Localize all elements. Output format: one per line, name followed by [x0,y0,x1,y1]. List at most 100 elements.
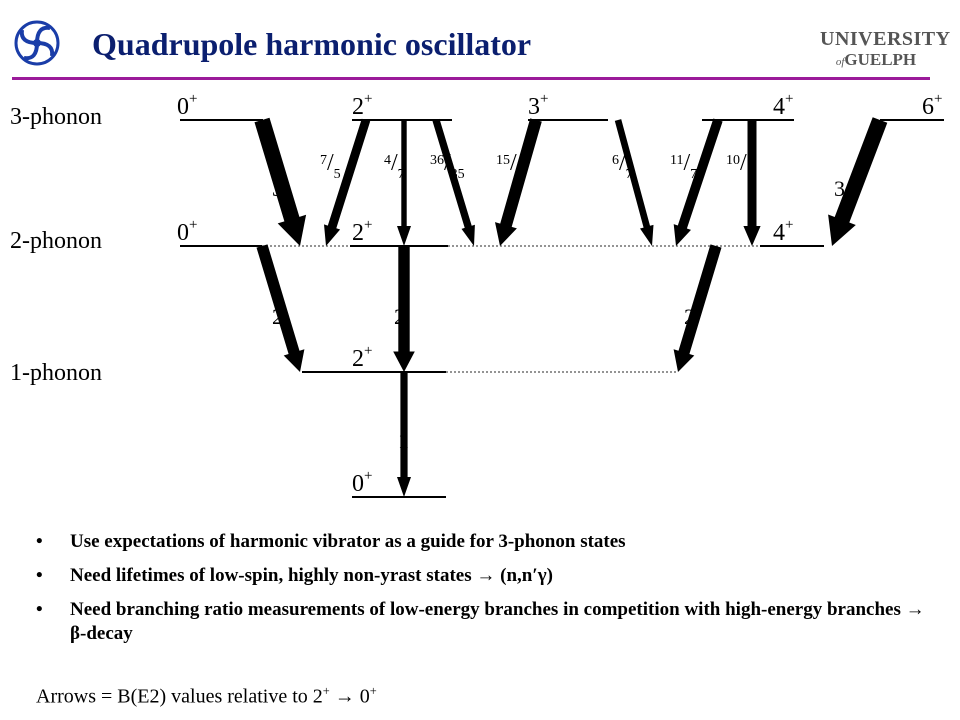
arrow-symbol: → [905,599,925,620]
bullet-item: • Need lifetimes of low-spin, highly non… [34,564,934,588]
fraction-denominator: 5 [334,167,341,182]
parity-superscript: + [364,468,372,484]
parity-superscript: + [540,91,548,107]
bullet-dot-icon: • [36,565,43,586]
fraction-slash: / [391,150,398,176]
transition-label: 10/7 [726,150,754,182]
transition-label: 3 [272,176,283,201]
university-logo-line2: ofGUELPH [820,50,932,72]
transition-label: 6/7 [612,150,633,182]
parity-superscript: + [189,91,197,107]
arrow-symbol: → [334,685,355,708]
arrow-symbol: → [476,565,496,586]
bullet-item: • Use expectations of harmonic vibrator … [34,530,934,554]
state-label: 2+ [352,343,372,372]
fraction-denominator: 35 [451,167,465,182]
fraction-slash: / [740,150,747,176]
fraction-denominator: 7 [690,167,697,182]
title-divider [12,77,930,80]
transition-label: 2 [684,304,695,329]
transition-arrow [393,246,415,372]
row-label: 3-phonon [10,104,102,130]
transition-label: 11/7 [670,150,697,182]
state-label: 6+ [922,91,942,120]
bullet-dot-icon: • [36,599,43,620]
transition-arrow [254,117,307,246]
level-lines [180,119,944,498]
fraction-numerator: 4 [384,153,391,168]
footnote-zero: 0 [359,685,370,708]
transition-label: 2 [272,304,283,329]
transition-arrow [495,118,542,246]
spiral-icon [14,20,60,66]
row-label: 2-phonon [10,228,102,254]
footnote-sup: + [369,684,377,698]
state-label: 0+ [177,91,197,120]
transition-label: 3 [834,176,845,201]
bullet-list: • Use expectations of harmonic vibrator … [34,530,934,656]
fraction-numerator: 10 [726,153,740,168]
fraction-slash: / [619,150,626,176]
transition-label: 4/7 [384,150,405,182]
transition-arrow [673,244,722,372]
transition-arrow [397,120,411,246]
fraction-denominator: 7 [626,167,633,182]
bullet-tail: (n,n′γ) [500,565,553,586]
transition-label: 7/5 [320,150,341,182]
fraction-slash: / [444,150,451,176]
fraction-numerator: 11 [670,153,683,168]
parity-superscript: + [785,91,793,107]
fraction-denominator: 7 [398,167,405,182]
fraction-denominator: 7 [517,167,524,182]
footnote: Arrows = B(E2) values relative to 2+ → 0… [36,684,377,709]
fraction-numerator: 36 [430,153,444,168]
transition-label: 2 [394,304,405,329]
bullet-item: • Need branching ratio measurements of l… [34,598,934,646]
transition-arrow [673,118,723,246]
state-label: 4+ [773,217,793,246]
transition-arrow [828,117,888,246]
transition-arrows [254,117,888,497]
bullet-tail: β-decay [70,623,133,644]
transition-arrow [432,118,475,246]
fraction-slash: / [683,150,690,176]
transition-arrow [256,244,305,372]
slide-title: Quadrupole harmonic oscillator [92,26,532,62]
state-label: 4+ [773,91,793,120]
fraction-numerator: 15 [496,153,510,168]
fraction-numerator: 7 [320,153,327,168]
state-label: 3+ [528,91,548,120]
bullet-dot-icon: • [36,531,43,552]
transition-label: 15/7 [496,150,524,182]
parity-superscript: + [785,217,793,233]
university-logo: UNIVERSITY ofGUELPH [820,28,951,74]
university-logo-of: of [835,56,845,68]
diagram-labels: 3-phonon2-phonon1-phonon0+2+3+4+6+0+2+4+… [10,91,942,497]
fraction-denominator: 7 [747,167,754,182]
parity-superscript: + [364,217,372,233]
state-label: 0+ [177,217,197,246]
phonon-level-diagram: 3-phonon2-phonon1-phonon0+2+3+4+6+0+2+4+… [10,91,944,498]
fraction-slash: / [510,150,517,176]
transition-arrow [397,372,411,497]
slide-header: Quadrupole harmonic oscillator UNIVERSIT… [0,0,960,80]
state-label: 2+ [352,217,372,246]
state-label: 2+ [352,91,372,120]
university-logo-name: GUELPH [844,50,917,69]
row-label: 1-phonon [10,360,102,386]
fraction-slash: / [327,150,334,176]
transition-label: 36/35 [430,150,465,182]
university-logo-line1: UNIVERSITY [820,28,951,50]
footnote-sup: + [322,684,330,698]
transition-label: 1 [398,428,409,453]
parity-superscript: + [364,343,372,359]
fraction-numerator: 6 [612,153,619,168]
parity-superscript: + [189,217,197,233]
bullet-text: Need branching ratio measurements of low… [70,599,901,620]
bullet-text: Use expectations of harmonic vibrator as… [70,531,626,552]
transition-arrow [614,119,654,246]
transition-arrow [743,120,761,246]
parity-superscript: + [934,91,942,107]
footnote-prefix: Arrows = B(E2) values relative to 2 [36,685,323,708]
bullet-text: Need lifetimes of low-spin, highly non-y… [70,565,472,586]
